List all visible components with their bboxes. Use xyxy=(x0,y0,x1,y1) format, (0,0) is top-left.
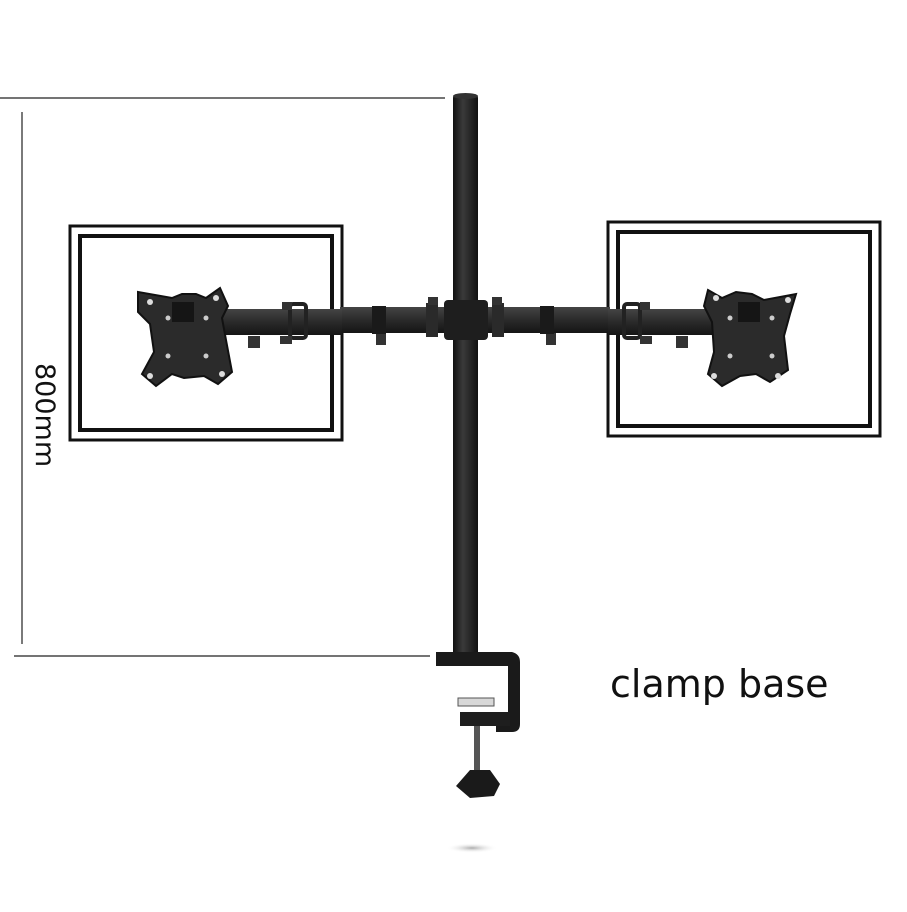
right-vesa-plate xyxy=(702,288,798,388)
clamp-base-label: clamp base xyxy=(610,662,829,706)
horizontal-arm xyxy=(340,297,610,345)
clamp-base xyxy=(436,652,520,853)
height-dimension-label: 800mm xyxy=(29,363,60,468)
dimension-lines xyxy=(0,97,445,657)
left-vesa-plate xyxy=(137,286,234,388)
right-tilt-arm xyxy=(608,302,718,348)
left-tilt-arm xyxy=(222,302,342,348)
vertical-pole xyxy=(453,93,478,662)
